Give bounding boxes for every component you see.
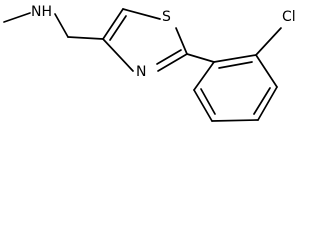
atom-label-s: S [162,9,171,25]
bond-ar5-ar6 [193,89,213,122]
bond-n3-c4 [102,38,134,72]
bond-ar1-ar2 [213,54,257,63]
bond-ar3-ar4-inner [253,87,271,115]
bond-c4-c5 [102,8,124,40]
bond-ch2-thiazole [67,36,104,40]
bond-c2-n3 [157,53,188,72]
bond-ar6-ar1 [193,61,215,91]
bond-c2-n3-inner [156,49,182,65]
atom-label-cl: Cl [282,9,296,25]
bond-ar4-ar5 [211,119,259,122]
bond-nh-ch2 [54,13,69,38]
bond-ar5-ar6-inner [200,88,216,115]
structure-diagram: NH S N Cl [3,4,296,122]
atom-label-nh: NH [31,4,52,20]
bond-ar3-ar4 [257,86,278,121]
bond-methyl-nh [3,12,31,23]
bond-aryl-cl [255,27,282,56]
bond-thiazole-aryl [186,53,215,63]
bond-c5-s1 [122,8,161,20]
bond-ar2-ar3 [255,54,278,88]
bond-c4-c5-inner [109,15,127,41]
atom-label-n: N [136,64,146,80]
bond-ar1-ar2-inner [218,61,253,69]
bond-s1-c2 [175,27,188,55]
